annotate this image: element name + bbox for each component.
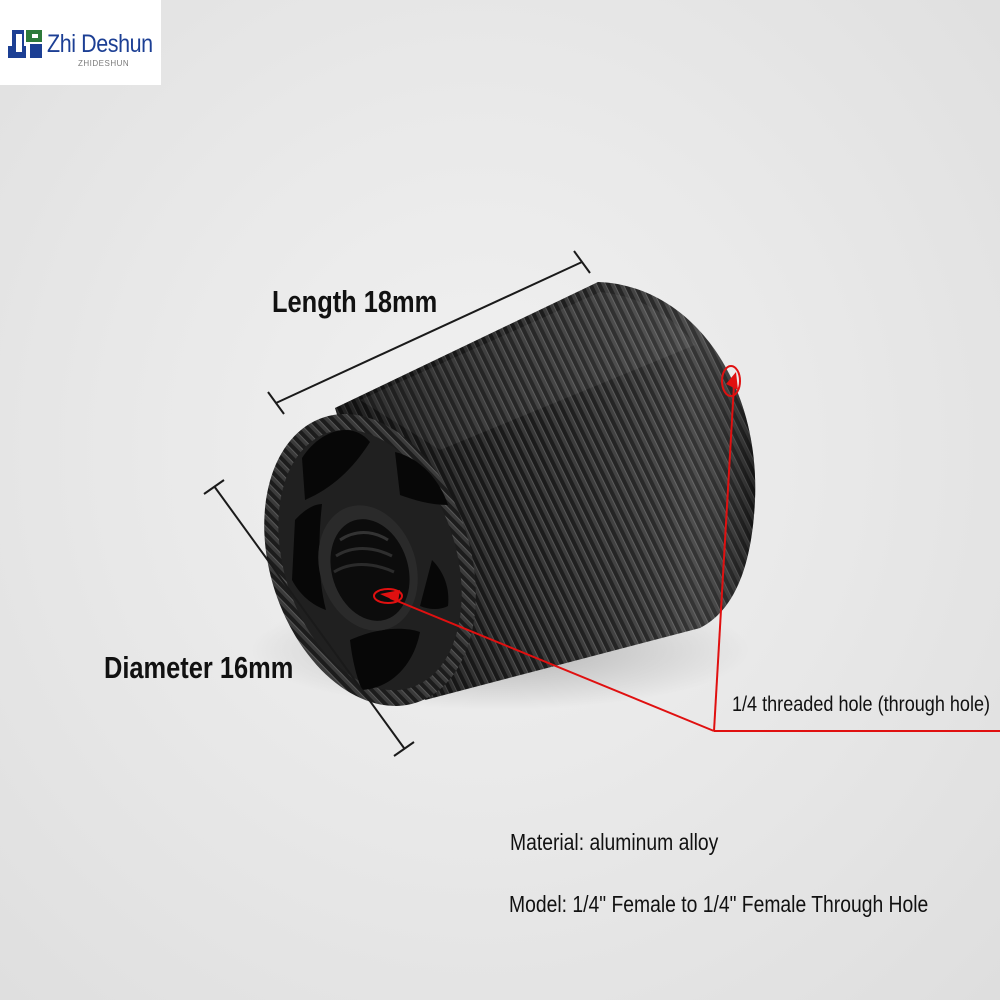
diameter-dimension xyxy=(203,479,415,757)
model-spec: Model: 1/4" Female to 1/4" Female Throug… xyxy=(509,891,929,917)
material-spec: Material: aluminum alloy xyxy=(510,829,719,855)
length-label: Length 18mm xyxy=(272,284,438,319)
brand-logo: Zhi Deshun ZHIDESHUN xyxy=(0,0,161,85)
threaded-hole-label: 1/4 threaded hole (through hole) xyxy=(732,693,991,716)
logo-mark-icon xyxy=(8,30,42,58)
front-pockets xyxy=(292,430,449,690)
hole-arrow-right-icon xyxy=(726,372,738,390)
hole-callout xyxy=(373,365,1000,732)
length-dimension xyxy=(267,250,591,415)
brand-subtitle: ZHIDESHUN xyxy=(78,59,130,68)
diameter-label: Diameter 16mm xyxy=(104,650,294,685)
brand-name: Zhi Deshun xyxy=(47,30,153,58)
hole-arrow-left-icon xyxy=(380,590,400,602)
